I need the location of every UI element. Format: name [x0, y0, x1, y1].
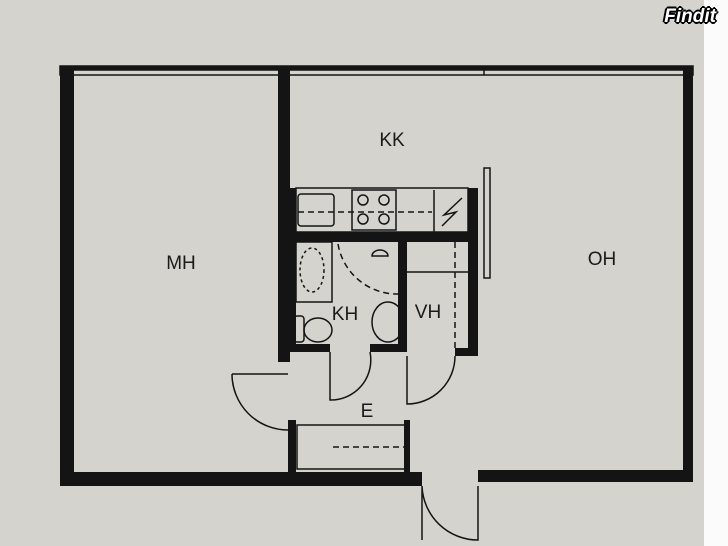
right-wall	[683, 66, 693, 482]
room-label-kh: KH	[331, 304, 359, 325]
entry-door	[421, 485, 479, 541]
shower-curtain	[337, 243, 399, 295]
toilet-icon	[303, 317, 333, 343]
vh-door	[406, 355, 456, 405]
findit-logo: Findit	[664, 6, 716, 27]
walls	[60, 66, 693, 486]
bottom-wall-right	[478, 470, 693, 482]
closet-wall	[404, 420, 410, 472]
room-label-mh: MH	[166, 253, 196, 274]
kh-door	[329, 351, 372, 401]
electric-icon	[441, 197, 463, 227]
image-edge	[704, 0, 728, 546]
washbasin-icon	[371, 301, 405, 343]
stove-icon	[351, 189, 397, 231]
vh-bottom-wall	[455, 348, 478, 356]
sliding-door	[483, 167, 491, 279]
kh-bottom-wall-a	[288, 344, 330, 352]
kitchen-left-wall	[288, 188, 296, 350]
vh-right-wall	[468, 188, 478, 356]
mh-wall	[278, 66, 290, 362]
kh-vh-wall	[398, 240, 407, 352]
kh-bottom-wall-b	[370, 344, 406, 352]
mh-wall-lower	[288, 420, 296, 474]
room-label-e: E	[360, 401, 374, 422]
bath-top-wall	[288, 232, 478, 242]
sink-icon	[297, 193, 335, 227]
kitchen-counter	[295, 187, 469, 233]
room-label-kk: KK	[379, 130, 405, 151]
room-label-vh: VH	[414, 302, 442, 323]
shower-icon	[371, 249, 389, 257]
left-wall	[60, 66, 74, 486]
mh-door	[231, 373, 289, 431]
room-label-oh: OH	[587, 249, 617, 270]
bath-mat	[295, 241, 333, 303]
bottom-wall-left	[60, 472, 422, 486]
